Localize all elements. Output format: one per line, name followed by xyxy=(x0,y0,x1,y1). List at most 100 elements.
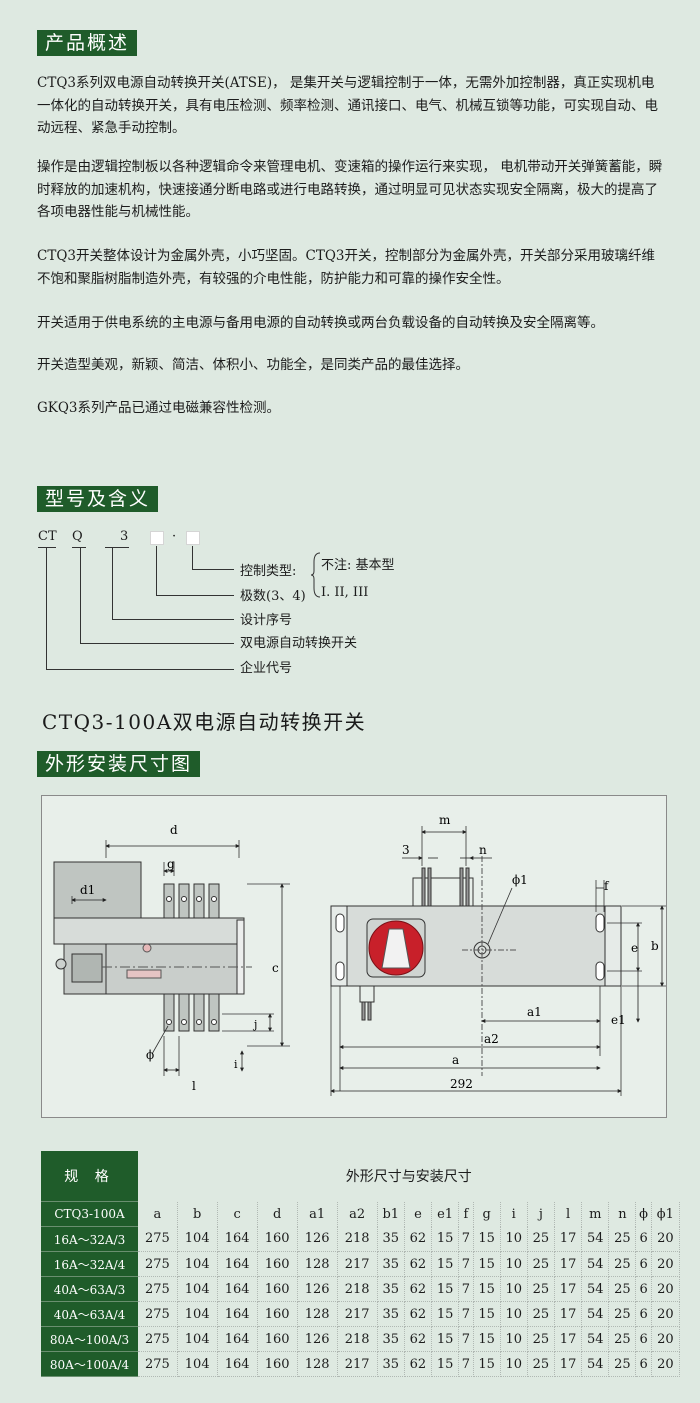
spec-column-header: e xyxy=(404,1201,433,1227)
code-dot: · xyxy=(172,529,177,544)
spec-cell: 54 xyxy=(581,1276,610,1302)
spec-cell: 126 xyxy=(297,1276,338,1302)
spec-column-header: j xyxy=(527,1201,556,1227)
spec-cell: 20 xyxy=(651,1251,681,1277)
spec-row-label: 16A～32A/4 xyxy=(41,1251,138,1277)
spec-cell: 25 xyxy=(608,1351,637,1377)
spec-cell: 6 xyxy=(635,1276,652,1302)
spec-cell: 62 xyxy=(404,1251,433,1277)
spec-cell: 35 xyxy=(377,1276,405,1302)
spec-column-header: a1 xyxy=(297,1201,338,1227)
spec-column-header: l xyxy=(554,1201,583,1227)
spec-cell: 104 xyxy=(177,1351,218,1377)
spec-cell: 275 xyxy=(138,1351,178,1377)
label-company-code: 企业代号 xyxy=(240,661,293,676)
spec-cell: 217 xyxy=(337,1351,378,1377)
spec-column-header: b1 xyxy=(377,1201,405,1227)
spec-cell: 164 xyxy=(217,1226,258,1252)
spec-cell: 6 xyxy=(635,1301,652,1327)
underline-3 xyxy=(105,547,129,548)
spec-column-header: ϕ1 xyxy=(651,1201,681,1227)
dim-label-b: b xyxy=(651,939,659,953)
dim-label-a2: a2 xyxy=(484,1032,499,1046)
spec-column-header: i xyxy=(500,1201,528,1227)
spec-cell: 275 xyxy=(138,1276,178,1302)
spec-row-label: 80A～100A/3 xyxy=(41,1326,138,1352)
overview-paragraph-3: CTQ3开关整体设计为金属外壳，小巧坚固。CTQ3开关，控制部分为金属外壳，开关… xyxy=(37,248,655,287)
spec-cell: 62 xyxy=(404,1326,433,1352)
spec-cell: 128 xyxy=(297,1251,338,1277)
spec-cell: 15 xyxy=(473,1276,501,1302)
spec-cell: 160 xyxy=(257,1351,298,1377)
spec-cell: 15 xyxy=(473,1226,501,1252)
dim-label-3: 3 xyxy=(402,843,410,857)
dim-label-i: i xyxy=(234,1058,238,1071)
overview-paragraph-4: 开关适用于供电系统的主电源与备用电源的自动转换或两台负载设备的自动转换及安全隔离… xyxy=(37,315,604,331)
label-product: 双电源自动转换开关 xyxy=(240,636,358,651)
overview-title: 产品概述 xyxy=(37,30,138,56)
spec-column-header: b xyxy=(177,1201,218,1227)
spec-cell: 62 xyxy=(404,1276,433,1302)
spec-cell: 217 xyxy=(337,1251,378,1277)
spec-cell: 54 xyxy=(581,1251,610,1277)
dim-label-phi: ϕ xyxy=(146,1048,154,1062)
spec-cell: 17 xyxy=(554,1276,583,1302)
spec-cell: 35 xyxy=(377,1226,405,1252)
spec-cell: 10 xyxy=(500,1351,528,1377)
spec-cell: 25 xyxy=(608,1326,637,1352)
spec-cell: 10 xyxy=(500,1276,528,1302)
spec-cell: 20 xyxy=(651,1226,681,1252)
spec-cell: 126 xyxy=(297,1226,338,1252)
dim-label-d: d xyxy=(170,823,178,837)
spec-cell: 20 xyxy=(651,1326,681,1352)
spec-cell: 35 xyxy=(377,1301,405,1327)
dimension-drawing: d g d1 c j ϕ i l xyxy=(41,795,667,1118)
overview-paragraph-1: CTQ3系列双电源自动转换开关(ATSE)， 是集开关与逻辑控制于一体，无需外加… xyxy=(37,75,658,136)
spec-model-label: CTQ3-100A xyxy=(41,1201,138,1227)
spec-cell: 20 xyxy=(651,1351,681,1377)
spec-cell: 160 xyxy=(257,1326,298,1352)
spec-row-label: 80A～100A/4 xyxy=(41,1351,138,1377)
spec-cell: 15 xyxy=(473,1351,501,1377)
spec-cell: 10 xyxy=(500,1251,528,1277)
spec-cell: 17 xyxy=(554,1251,583,1277)
spec-column-header: a xyxy=(138,1201,178,1227)
option-brace xyxy=(310,552,321,598)
spec-cell: 126 xyxy=(297,1326,338,1352)
spec-header-title: 外形尺寸与安装尺寸 xyxy=(345,1169,472,1186)
spec-cell: 160 xyxy=(257,1276,298,1302)
spec-cell: 20 xyxy=(651,1301,681,1327)
code-box-control xyxy=(186,531,200,545)
dim-label-l: l xyxy=(192,1079,196,1093)
spec-cell: 7 xyxy=(458,1301,474,1327)
spec-cell: 35 xyxy=(377,1351,405,1377)
spec-cell: 25 xyxy=(527,1251,556,1277)
spec-cell: 20 xyxy=(651,1276,681,1302)
spec-cell: 25 xyxy=(527,1276,556,1302)
spec-cell: 25 xyxy=(608,1226,637,1252)
underline-q xyxy=(72,547,86,548)
spec-cell: 217 xyxy=(337,1301,378,1327)
code-ct: CT xyxy=(38,529,57,544)
spec-cell: 160 xyxy=(257,1251,298,1277)
spec-cell: 54 xyxy=(581,1301,610,1327)
overview-paragraph-5: 开关造型美观，新颖、简洁、体积小、功能全，是同类产品的最佳选择。 xyxy=(37,357,469,373)
spec-cell: 17 xyxy=(554,1351,583,1377)
front-view: m 3 n ϕ1 f e b e1 a1 a2 a 292 xyxy=(330,813,667,1096)
dim-label-c: c xyxy=(272,961,279,975)
spec-cell: 7 xyxy=(458,1251,474,1277)
spec-cell: 218 xyxy=(337,1326,378,1352)
spec-cell: 15 xyxy=(431,1226,460,1252)
spec-cell: 104 xyxy=(177,1301,218,1327)
spec-cell: 275 xyxy=(138,1326,178,1352)
spec-cell: 104 xyxy=(177,1226,218,1252)
spec-cell: 10 xyxy=(500,1326,528,1352)
spec-cell: 160 xyxy=(257,1301,298,1327)
spec-cell: 25 xyxy=(527,1226,556,1252)
dim-label-d1: d1 xyxy=(80,883,95,897)
spec-cell: 164 xyxy=(217,1301,258,1327)
label-poles: 极数(3、4) xyxy=(240,589,306,604)
